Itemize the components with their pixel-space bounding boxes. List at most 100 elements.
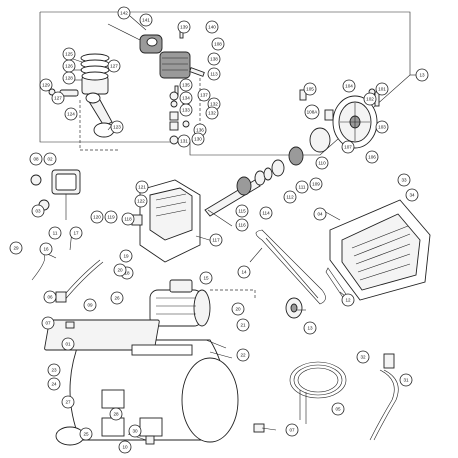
callout-circle	[197, 88, 211, 102]
part-callout: 05	[331, 402, 345, 416]
callout-number: 03	[35, 209, 41, 214]
part-callout: 34	[405, 188, 419, 202]
callout-circle	[104, 210, 118, 224]
callout-circle	[309, 177, 323, 191]
callout-number: 07	[45, 321, 51, 326]
part-callout: 131	[177, 134, 191, 148]
callout-number: 17	[73, 231, 79, 236]
pump-assembly-boundary	[39, 11, 411, 156]
callout-circle	[207, 52, 221, 66]
part-callout: 113	[207, 67, 221, 81]
callout-circle	[79, 427, 93, 441]
callout-number: 18	[124, 271, 130, 276]
part-callout: 10	[118, 440, 132, 454]
callout-number: 26	[114, 296, 120, 301]
part-callout: 13	[303, 321, 317, 335]
callout-circle	[31, 204, 45, 218]
part-callout: 108A	[304, 104, 320, 120]
callout-number: 142	[120, 11, 128, 16]
crankshaft	[204, 167, 273, 217]
callout-circle	[237, 265, 251, 279]
callout-number: 104	[345, 84, 353, 89]
part-callout: 125	[62, 47, 76, 61]
part-callout: 27	[61, 395, 75, 409]
part-callout: 20	[231, 302, 245, 316]
callout-circle	[135, 180, 149, 194]
callout-circle	[62, 71, 76, 85]
part-callout: 105	[303, 82, 317, 96]
callout-circle	[39, 242, 53, 256]
drive-belt	[255, 229, 326, 305]
callout-number: 114	[262, 211, 270, 216]
callout-number: 127	[54, 96, 62, 101]
callout-circle	[134, 194, 148, 208]
callout-circle	[236, 348, 250, 362]
connecting-rod	[85, 92, 115, 138]
callout-number: 131	[180, 139, 188, 144]
part-callout: 130	[191, 132, 205, 146]
rubber-foot	[55, 426, 85, 446]
part-callout: 140	[205, 20, 219, 34]
callout-number: 20	[235, 307, 241, 312]
callout-circle	[9, 241, 23, 255]
callout-number: 02	[47, 157, 53, 162]
part-callout: 135	[179, 78, 193, 92]
callout-number: 13	[307, 326, 313, 331]
part-callout: 17	[69, 226, 83, 240]
part-callout: 24	[47, 377, 61, 391]
callout-number: 13	[419, 73, 425, 78]
callout-circle	[303, 82, 317, 96]
callout-circle	[119, 249, 133, 263]
callout-circle	[118, 440, 132, 454]
callout-number: 124	[67, 112, 75, 117]
callout-number: 140	[208, 25, 216, 30]
callout-number: 30	[132, 429, 138, 434]
part-callout: 139	[177, 20, 191, 34]
callout-number: 112	[286, 195, 294, 200]
callout-circle	[236, 318, 250, 332]
callout-circle	[375, 82, 389, 96]
callout-number: 127	[110, 64, 118, 69]
valve-plate	[139, 34, 163, 54]
crankshaft-bearing-parts	[271, 88, 380, 177]
callout-circle	[375, 120, 389, 134]
safety-valve	[65, 321, 75, 329]
part-callout: 124	[64, 107, 78, 121]
callout-number: 15	[203, 276, 209, 281]
callout-circle	[43, 152, 57, 166]
callout-number: 14	[241, 270, 247, 275]
part-callout: 20	[113, 263, 127, 277]
callout-circle	[397, 173, 411, 187]
callout-number: 123	[113, 125, 121, 130]
part-callout: 26	[110, 291, 124, 305]
callout-circle	[209, 233, 223, 247]
part-callout: 122	[134, 194, 148, 208]
callout-circle	[259, 206, 273, 220]
part-callout: 08	[29, 152, 43, 166]
part-callout: 142	[117, 6, 131, 20]
part-callout: 119	[104, 210, 118, 224]
callout-circle	[231, 302, 245, 316]
callout-number: 130	[194, 137, 202, 142]
callout-circle	[110, 291, 124, 305]
callout-number: 120	[93, 215, 101, 220]
part-callout: 04	[313, 207, 327, 221]
callout-circle	[61, 337, 75, 351]
pressure-switch	[30, 169, 81, 220]
part-callout: 127	[51, 91, 65, 105]
callout-number: 132	[210, 102, 218, 107]
part-callout: 114	[259, 206, 273, 220]
callout-circle	[303, 321, 317, 335]
hose	[369, 353, 399, 441]
callout-number: 101	[378, 87, 386, 92]
part-callout: 109	[309, 177, 323, 191]
callout-number: 134	[182, 96, 190, 101]
callout-circle	[177, 20, 191, 34]
callout-circle	[117, 6, 131, 20]
callout-number: 27	[65, 400, 71, 405]
callout-number: 137	[200, 93, 208, 98]
callout-number: 103	[378, 125, 386, 130]
part-callout: 126	[62, 59, 76, 73]
callout-circle	[51, 91, 65, 105]
